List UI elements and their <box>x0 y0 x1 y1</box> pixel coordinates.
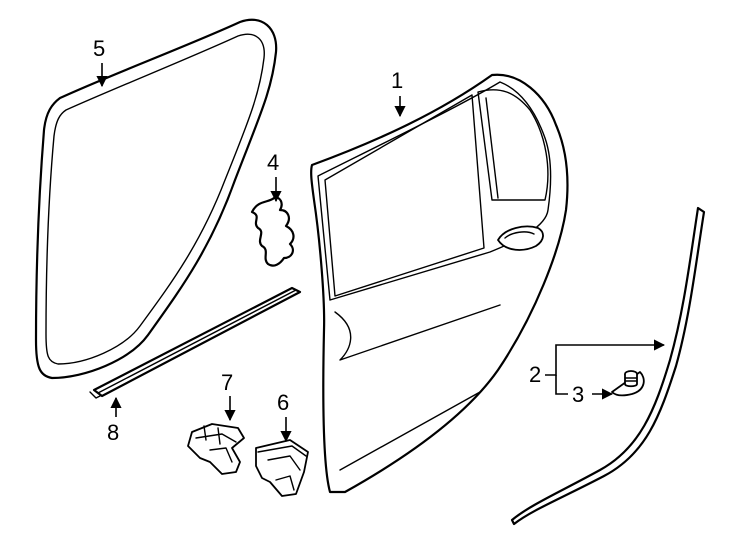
door-bracket-shim <box>250 196 295 267</box>
callout-2: 2 <box>529 362 541 387</box>
door-bracket-6 <box>255 439 309 497</box>
door-bracket-7 <box>187 423 245 475</box>
door-edge-guard-strip <box>510 206 706 526</box>
callout-1: 1 <box>391 68 403 93</box>
callout-5: 5 <box>93 36 105 61</box>
belt-molding-strip <box>89 286 302 399</box>
callout-3: 3 <box>572 382 584 407</box>
door-plug-grommet <box>611 370 645 397</box>
callout-7: 7 <box>221 370 233 395</box>
callout-4: 4 <box>267 150 279 175</box>
leader-lines <box>96 63 666 443</box>
door-weatherstrip-seal <box>34 18 278 380</box>
rear-door-shell <box>310 73 569 494</box>
callout-6: 6 <box>277 390 289 415</box>
callout-8: 8 <box>107 420 119 445</box>
